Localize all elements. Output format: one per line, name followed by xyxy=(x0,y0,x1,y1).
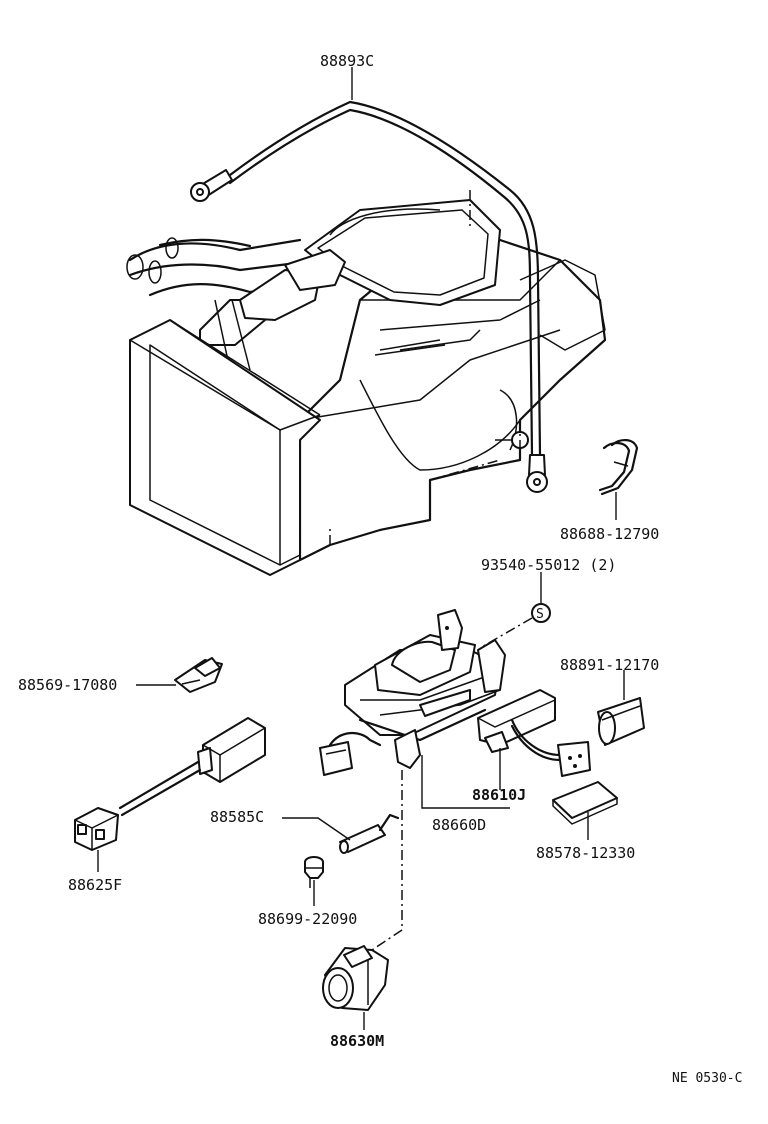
clip-88569 xyxy=(174,657,223,693)
part-label-88891-12170: 88891-12170 xyxy=(560,656,659,674)
amplifier-bracket-88660D xyxy=(319,609,506,951)
part-label-93540-55012: 93540-55012 (2) xyxy=(481,556,616,574)
part-label-88578-12330: 88578-12330 xyxy=(536,844,635,862)
holder-88630M xyxy=(322,945,389,1011)
part-label-88585C: 88585C xyxy=(210,808,264,826)
part-label-88625F: 88625F xyxy=(68,876,122,894)
part-label-88893C: 88893C xyxy=(320,52,374,70)
part-label-88699-22090: 88699-22090 xyxy=(258,910,357,928)
sensor-88610J xyxy=(477,689,591,777)
drawing-code: NE 0530-C xyxy=(672,1071,742,1086)
clamp-88891 xyxy=(597,697,645,746)
wire-harness-88893C xyxy=(190,100,548,493)
washer-93540: S xyxy=(531,603,551,623)
heater-unit-assembly xyxy=(126,190,607,576)
valve-88699 xyxy=(304,856,324,888)
washer-symbol: S xyxy=(536,607,544,622)
part-label-88630M: 88630M xyxy=(330,1032,384,1050)
bracket-clip-88688 xyxy=(598,439,639,496)
tube-88585C xyxy=(339,813,400,854)
connector-harness-88625F xyxy=(74,717,266,851)
part-label-88688-12790: 88688-12790 xyxy=(560,525,659,543)
leader-88585C xyxy=(282,817,351,841)
pad-88578 xyxy=(552,781,618,825)
part-label-88660D: 88660D xyxy=(432,816,486,834)
leader-88660D xyxy=(421,755,510,809)
part-label-88569-17080: 88569-17080 xyxy=(18,676,117,694)
part-label-88610J: 88610J xyxy=(472,786,526,804)
